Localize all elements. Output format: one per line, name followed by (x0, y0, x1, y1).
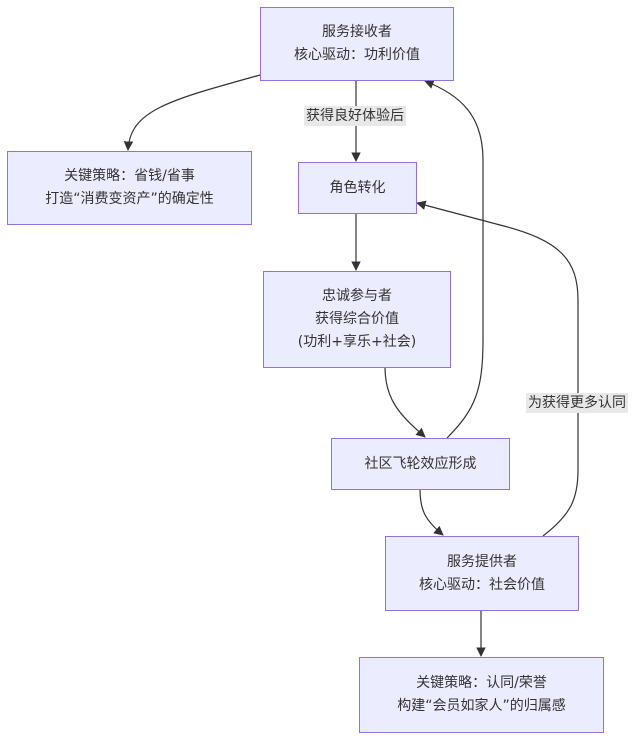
node-text: 角色转化 (329, 179, 386, 196)
edge-receiver-strategy1 (123, 74, 261, 151)
node-text: 关键策略：省钱/省事 (64, 168, 195, 184)
edge-label-more-recognition: 为获得更多认同 (526, 393, 628, 413)
node-key-strategy-saving: 关键策略：省钱/省事 打造“消费变资产”的确定性 (7, 151, 252, 225)
node-text: 构建“会员如家人”的归属感 (397, 698, 566, 714)
node-role-transformation: 角色转化 (298, 162, 417, 214)
edge-loyal-flywheel (384, 366, 426, 438)
edge-flywheel-receiver (424, 79, 484, 439)
node-text: 核心驱动：功利价值 (294, 47, 420, 63)
node-service-receiver: 服务接收者 核心驱动：功利价值 (260, 7, 454, 81)
edge-flywheel-provider (419, 488, 444, 536)
node-text: 服务提供者 (447, 553, 517, 570)
node-text: 核心驱动：社会价值 (419, 576, 545, 593)
node-community-flywheel: 社区飞轮效应形成 (331, 438, 510, 490)
node-text: 关键策略：认同/荣誉 (416, 675, 547, 691)
edge-label-good-experience: 获得良好体验后 (304, 106, 406, 126)
node-text: 忠诚参与者 (322, 288, 392, 304)
node-loyal-participant: 忠诚参与者 获得综合价值 (功利+享乐+社会) (263, 271, 451, 368)
node-text: 获得综合价值 (315, 311, 399, 327)
edge-provider-transform (416, 200, 579, 537)
node-text: 服务接收者 (322, 24, 392, 40)
node-service-provider: 服务提供者 核心驱动：社会价值 (385, 536, 579, 611)
node-text: 打造“消费变资产”的确定性 (45, 191, 214, 207)
node-text: 社区飞轮效应形成 (364, 455, 477, 472)
node-text: (功利+享乐+社会) (297, 334, 417, 350)
node-key-strategy-recognition: 关键策略：认同/荣誉 构建“会员如家人”的归属感 (359, 657, 604, 733)
